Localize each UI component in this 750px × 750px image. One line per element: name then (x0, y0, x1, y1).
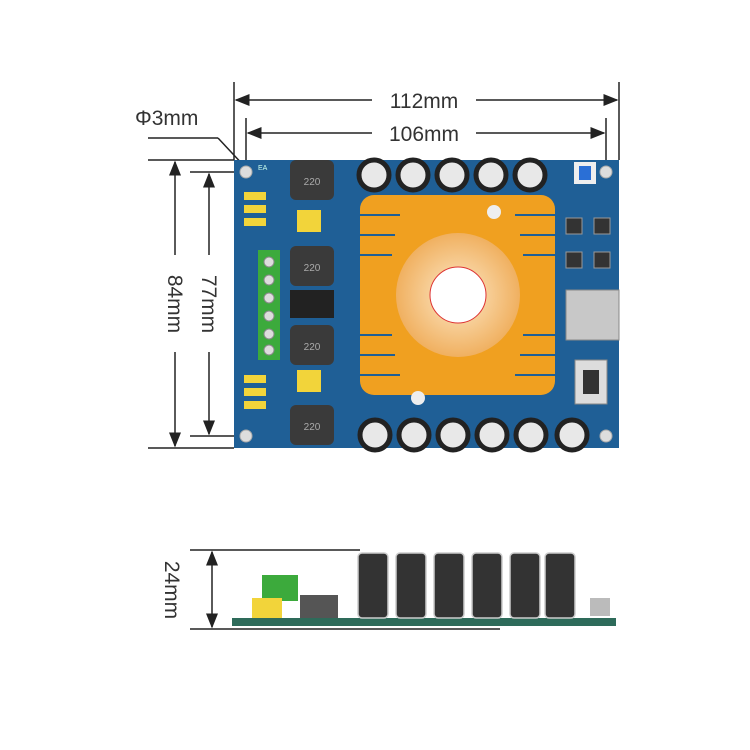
film-capacitors (244, 192, 321, 409)
inductors: 220 220 220 220 (290, 160, 334, 445)
side-capacitors (357, 552, 576, 619)
width-outer-label: 112mm (390, 90, 458, 113)
thickness-label: 24mm (160, 561, 183, 619)
hole-diameter-label: Φ3mm (135, 107, 198, 130)
green-terminal-block (258, 250, 280, 360)
width-holes-dimension: 106mm (245, 118, 607, 172)
thickness-dimension: 24mm (160, 549, 500, 630)
inductor-label: 220 (304, 177, 321, 188)
inductor-label: 220 (304, 422, 321, 433)
height-outer-dimension: 84mm (148, 159, 234, 449)
height-holes-dimension: 77mm (190, 171, 240, 437)
inductor-label: 220 (304, 263, 321, 274)
height-outer-label: 84mm (163, 275, 186, 333)
width-holes-label: 106mm (389, 123, 459, 146)
push-buttons (565, 217, 611, 269)
board-side-view (232, 552, 616, 626)
sd-card-slot (565, 289, 620, 341)
inductor-label: 220 (304, 342, 321, 353)
width-outer-dimension: 112mm (233, 82, 620, 160)
heatsink-fan (360, 195, 555, 405)
hole-diameter-callout: Φ3mm (135, 107, 247, 169)
electrolytic-capacitors (356, 157, 590, 453)
mounting-hole-icon (239, 165, 613, 443)
height-holes-label: 77mm (197, 275, 220, 333)
silk-label: EA (258, 165, 268, 172)
board-top-view: EA 220 220 220 220 (234, 157, 620, 453)
